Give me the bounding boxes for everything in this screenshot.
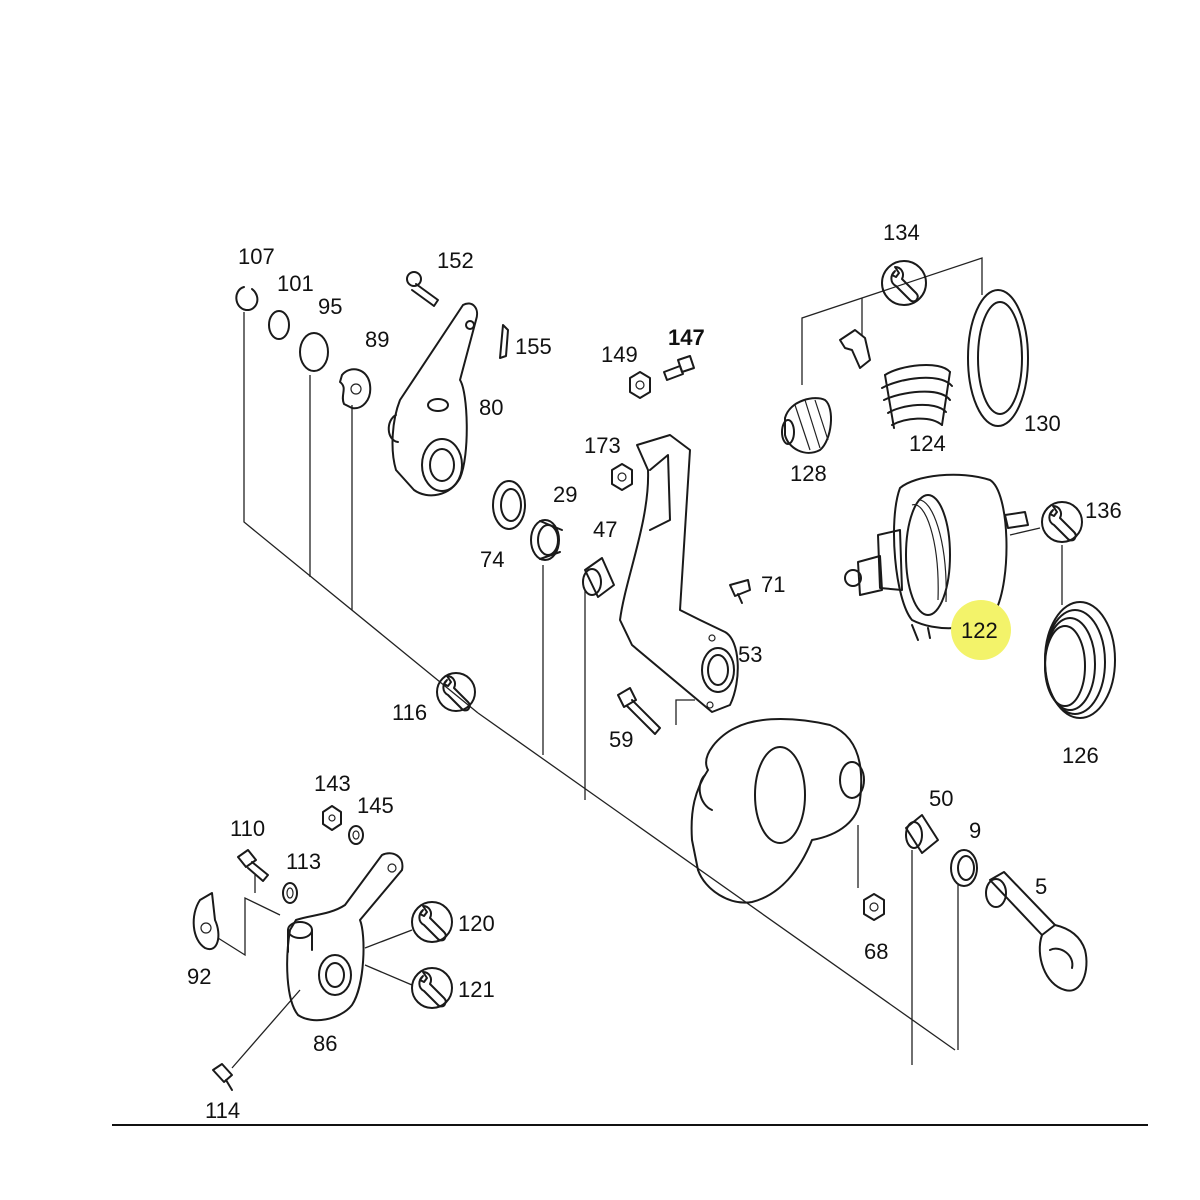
label-74: 74 bbox=[480, 547, 504, 572]
part-143-nut[interactable] bbox=[322, 805, 342, 831]
part-152-pin[interactable] bbox=[406, 271, 439, 307]
label-122: 122 bbox=[961, 618, 998, 643]
wrench-icon-121 bbox=[411, 967, 453, 1009]
label-110: 110 bbox=[230, 816, 265, 841]
part-124-spring[interactable] bbox=[881, 364, 953, 429]
label-149: 149 bbox=[601, 342, 638, 367]
part-147-bolt[interactable] bbox=[663, 355, 695, 381]
label-95: 95 bbox=[318, 294, 342, 319]
label-114: 114 bbox=[205, 1098, 240, 1123]
part-173-nut[interactable] bbox=[611, 463, 633, 491]
part-95-ring[interactable] bbox=[299, 332, 329, 372]
label-120: 120 bbox=[458, 911, 495, 936]
label-124: 124 bbox=[909, 431, 946, 456]
part-71-grease-nipple[interactable] bbox=[729, 579, 751, 604]
part-134-elbow-fitting[interactable] bbox=[839, 329, 871, 369]
label-89: 89 bbox=[365, 327, 389, 352]
part-47-bushing[interactable] bbox=[582, 557, 615, 598]
part-155-cotter-pin[interactable] bbox=[499, 324, 509, 359]
part-126-diaphragm[interactable] bbox=[1044, 601, 1116, 719]
label-145: 145 bbox=[357, 793, 394, 818]
label-80: 80 bbox=[479, 395, 503, 420]
callout-labels: 107 101 95 89 152 155 80 74 29 47 149 14… bbox=[187, 220, 1122, 1123]
part-145-washer[interactable] bbox=[348, 825, 364, 845]
part-86-slack-adjuster[interactable] bbox=[286, 852, 404, 1022]
label-126: 126 bbox=[1062, 743, 1099, 768]
label-113: 113 bbox=[286, 849, 321, 874]
part-68-nut[interactable] bbox=[863, 893, 885, 921]
part-5-camshaft[interactable] bbox=[985, 871, 1088, 992]
label-134: 134 bbox=[883, 220, 920, 245]
label-5: 5 bbox=[1035, 874, 1047, 899]
wrench-icon-136 bbox=[1041, 501, 1083, 543]
part-53-bracket[interactable] bbox=[619, 434, 739, 713]
part-89-lock-plate[interactable] bbox=[339, 368, 372, 410]
label-68: 68 bbox=[864, 939, 888, 964]
label-50: 50 bbox=[929, 786, 953, 811]
label-152: 152 bbox=[437, 248, 474, 273]
part-brake-carrier-housing[interactable] bbox=[690, 718, 865, 904]
label-121: 121 bbox=[458, 977, 495, 1002]
leader-lines bbox=[217, 257, 1063, 1069]
label-29: 29 bbox=[553, 482, 577, 507]
label-116: 116 bbox=[392, 700, 427, 725]
label-86: 86 bbox=[313, 1031, 337, 1056]
part-113-washer[interactable] bbox=[282, 882, 298, 904]
part-50-bushing[interactable] bbox=[905, 814, 939, 854]
part-74-seal-ring[interactable] bbox=[492, 480, 526, 530]
part-130-ring[interactable] bbox=[967, 289, 1029, 427]
wrench-icon-120 bbox=[411, 901, 453, 943]
label-173: 173 bbox=[584, 433, 621, 458]
label-130: 130 bbox=[1024, 411, 1061, 436]
label-128: 128 bbox=[790, 461, 827, 486]
wrench-icon-116 bbox=[436, 672, 476, 712]
label-107: 107 bbox=[238, 244, 275, 269]
part-149-nut[interactable] bbox=[629, 371, 651, 399]
part-101-washer[interactable] bbox=[268, 310, 290, 340]
label-9: 9 bbox=[969, 818, 981, 843]
label-155: 155 bbox=[515, 334, 552, 359]
label-53: 53 bbox=[738, 642, 762, 667]
label-143: 143 bbox=[314, 771, 351, 796]
label-136: 136 bbox=[1085, 498, 1122, 523]
label-147: 147 bbox=[668, 325, 705, 350]
highlight-marker-122 bbox=[951, 600, 1011, 660]
label-71: 71 bbox=[761, 572, 785, 597]
part-80-slack-adjuster[interactable] bbox=[387, 302, 478, 497]
part-9-seal-ring[interactable] bbox=[950, 849, 978, 887]
part-128-boot[interactable] bbox=[781, 397, 832, 454]
part-114-grease-nipple[interactable] bbox=[212, 1063, 233, 1091]
label-92: 92 bbox=[187, 964, 211, 989]
wrench-icon-134 bbox=[881, 260, 927, 306]
label-59: 59 bbox=[609, 727, 633, 752]
label-47: 47 bbox=[593, 517, 617, 542]
part-110-bolt[interactable] bbox=[237, 849, 269, 882]
label-101: 101 bbox=[277, 271, 314, 296]
part-29-bushing[interactable] bbox=[530, 519, 563, 561]
part-107-clip-ring[interactable] bbox=[235, 286, 259, 312]
part-92-lock-plate[interactable] bbox=[192, 892, 220, 951]
part-59-bolt[interactable] bbox=[617, 687, 661, 735]
